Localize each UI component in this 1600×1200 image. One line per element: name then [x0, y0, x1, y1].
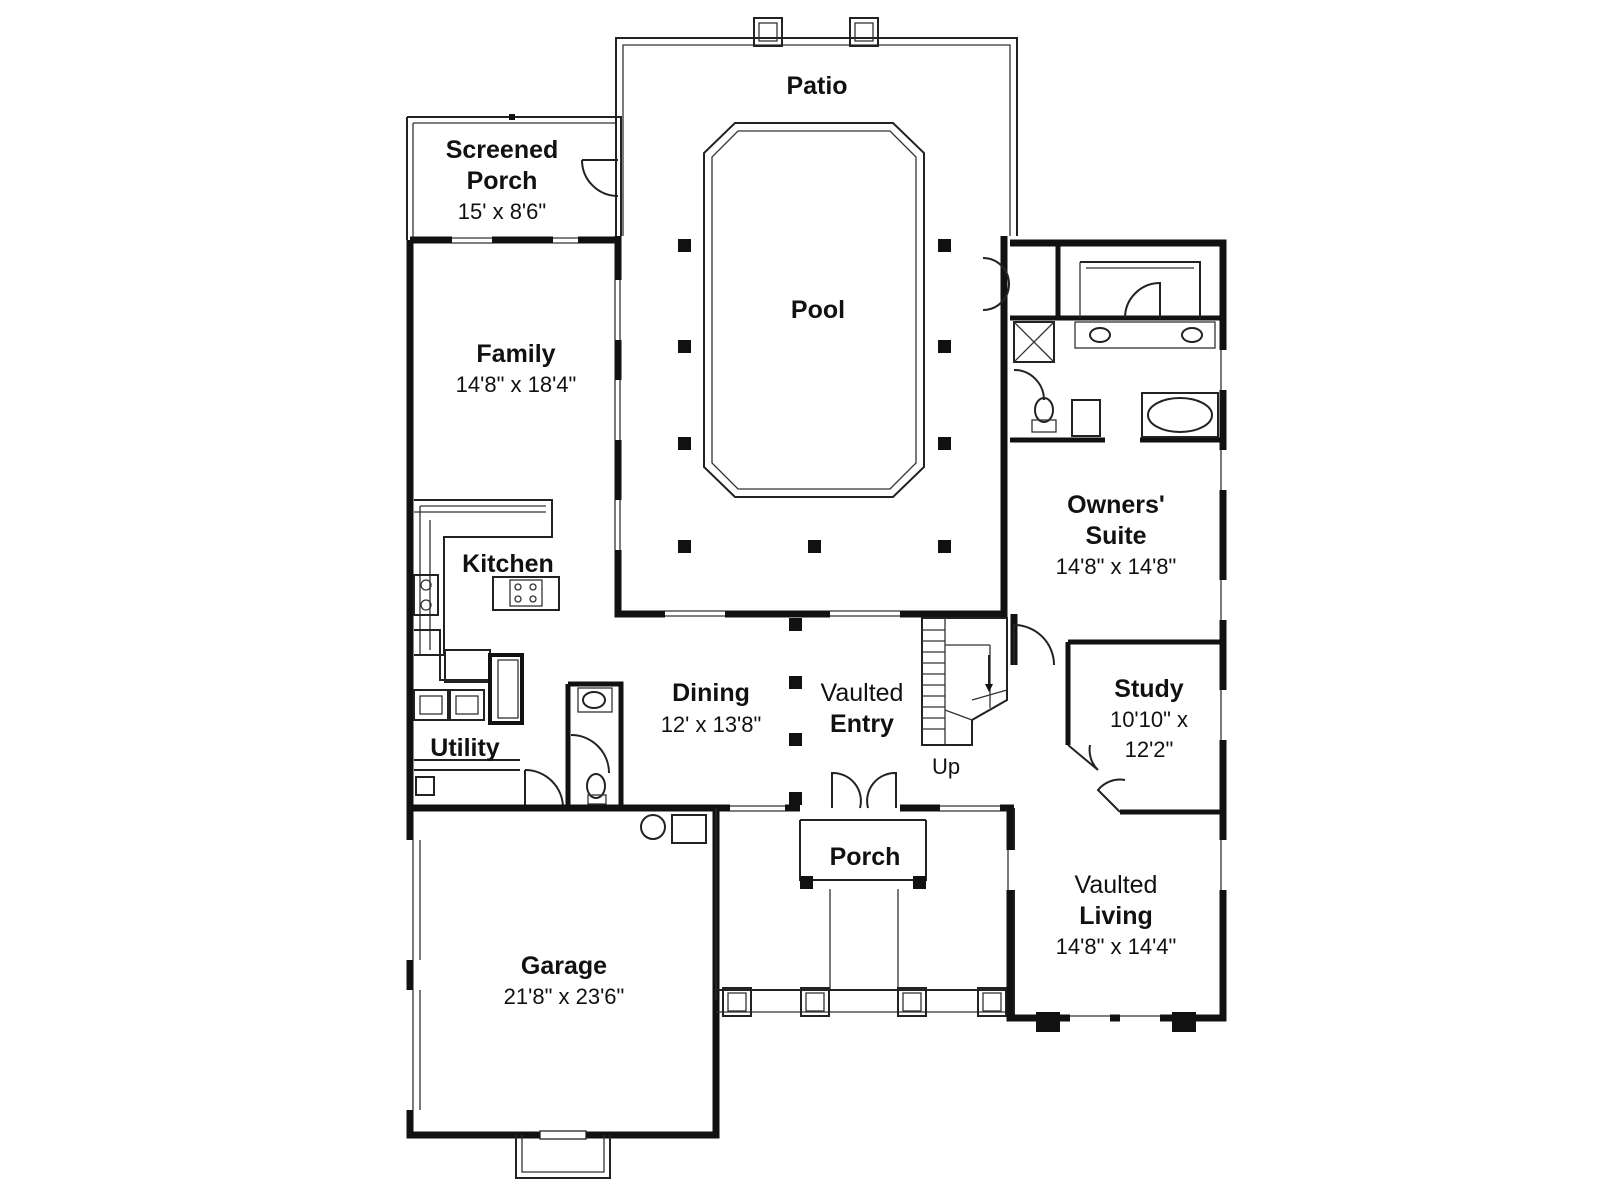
family-label: Family — [476, 340, 555, 368]
study-label: Study — [1114, 675, 1184, 703]
patio-label: Patio — [786, 72, 847, 100]
living-label-1: Vaulted — [1075, 871, 1158, 899]
dining-label: Dining — [672, 679, 750, 707]
front-porch — [715, 808, 1015, 1017]
living-dims: 14'8" x 14'4" — [1056, 934, 1177, 959]
right-wing — [982, 239, 1228, 1032]
entry-label-2: Entry — [830, 710, 894, 738]
garage-dims: 21'8" x 23'6" — [504, 984, 625, 1009]
utility-label: Utility — [430, 734, 500, 762]
owners-suite-label-1: Owners' — [1067, 491, 1165, 519]
screened-porch-dims: 15' x 8'6" — [458, 199, 546, 224]
patio-area — [614, 17, 1018, 619]
pool-label: Pool — [791, 296, 845, 324]
garage-label: Garage — [521, 952, 607, 980]
entry-label-1: Vaulted — [821, 679, 904, 707]
kitchen-label: Kitchen — [462, 550, 554, 578]
family-dims: 14'8" x 18'4" — [456, 372, 577, 397]
owners-suite-label-2: Suite — [1085, 522, 1146, 550]
dining-dims: 12' x 13'8" — [661, 712, 762, 737]
owners-suite-dims: 14'8" x 14'8" — [1056, 554, 1177, 579]
study-dims-1: 10'10" x — [1110, 707, 1188, 732]
screened-porch-label-1: Screened — [446, 136, 559, 164]
living-label-2: Living — [1079, 902, 1153, 930]
screened-porch — [406, 114, 622, 240]
porch-label: Porch — [830, 843, 901, 871]
screened-porch-label-2: Porch — [467, 167, 538, 195]
stair-up-label: Up — [932, 754, 960, 779]
left-wing — [406, 236, 624, 809]
room-labels: Patio Pool Screened Porch 15' x 8'6" Fam… — [430, 72, 1188, 1009]
center-zone — [621, 617, 1014, 813]
garage — [405, 804, 720, 1179]
study-dims-2: 12'2" — [1125, 737, 1174, 762]
